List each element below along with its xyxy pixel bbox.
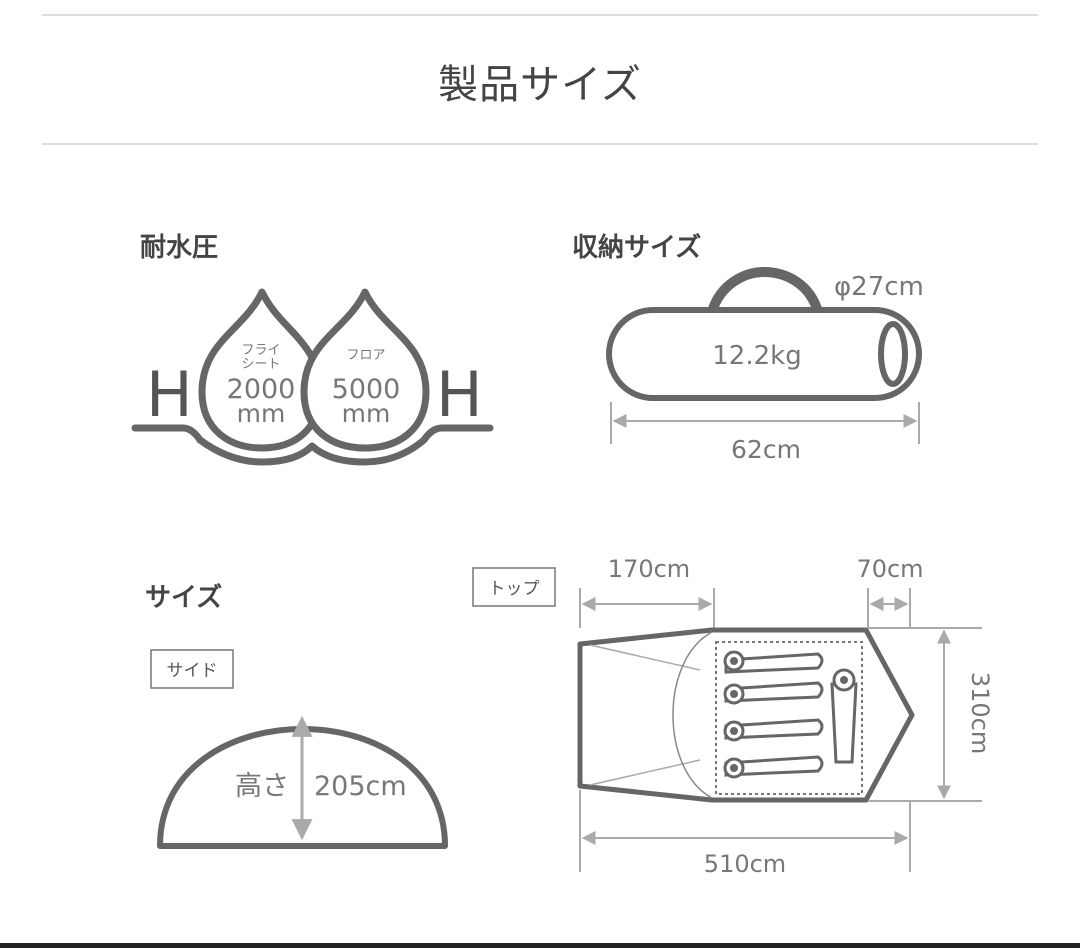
total-length: 510cm: [704, 850, 786, 878]
size-top-section: トップ 170cm 70cm: [472, 555, 994, 878]
depth: 310cm: [966, 672, 994, 754]
fly-label-line1: フライ: [241, 343, 280, 358]
height-value: 205cm: [314, 771, 407, 802]
storage-heading: 収納サイズ: [572, 232, 701, 263]
bag-handle-icon: [707, 266, 823, 317]
tent-top-outline: [577, 627, 915, 803]
sleeping-bag-icon: [723, 650, 824, 674]
sleeping-bag-icon: [723, 681, 824, 705]
right-h-label: H: [436, 358, 483, 431]
floor-label: フロア: [346, 348, 385, 363]
inner-tent-dotted: [715, 641, 863, 795]
height-label: 高さ: [235, 771, 289, 802]
inner-door-curve: [672, 631, 713, 799]
left-h-label: H: [146, 358, 193, 431]
size-side-section: サイズ サイド 高さ 205cm: [145, 582, 448, 849]
fly-sheet-drop-icon: [198, 288, 324, 452]
storage-weight: 12.2kg: [712, 341, 801, 371]
fly-label-line2: シート: [241, 357, 280, 372]
storage-length: 62cm: [731, 435, 801, 464]
front-width: 170cm: [608, 555, 690, 583]
size-heading: サイズ: [145, 582, 222, 613]
storage-diameter: φ27cm: [834, 272, 924, 302]
top-divider: [42, 14, 1038, 16]
bag-end-cap-icon: [878, 321, 908, 387]
top-tag-box: [472, 567, 556, 607]
side-tag: サイド: [167, 661, 218, 681]
fly-unit: mm: [237, 399, 286, 428]
sleeping-bag-icon: [723, 718, 824, 742]
water-pressure-section: 耐水圧 H H フライ シート 2000 mm フロア 5000 mm: [131, 233, 494, 466]
sleeping-bag-icon: [830, 668, 858, 764]
water-pressure-heading: 耐水圧: [140, 233, 218, 263]
title-divider: [42, 143, 1038, 145]
rear-width: 70cm: [856, 555, 923, 583]
fly-value: 2000: [227, 374, 296, 405]
storage-bag-icon: [606, 307, 922, 401]
storage-section: 収納サイズ φ27cm 12.2kg 62cm: [572, 232, 924, 464]
top-tag: トップ: [489, 579, 540, 599]
sleeping-bag-icon: [723, 755, 824, 779]
floor-drop-icon: [300, 288, 430, 452]
bottom-bar: [0, 943, 1080, 948]
vestibule-lines: [589, 644, 701, 786]
floor-unit: mm: [342, 399, 391, 428]
floor-value: 5000: [332, 374, 401, 405]
side-tag-box: [150, 649, 234, 689]
water-ground-line: [131, 424, 494, 466]
page-title: 製品サイズ: [438, 62, 642, 108]
